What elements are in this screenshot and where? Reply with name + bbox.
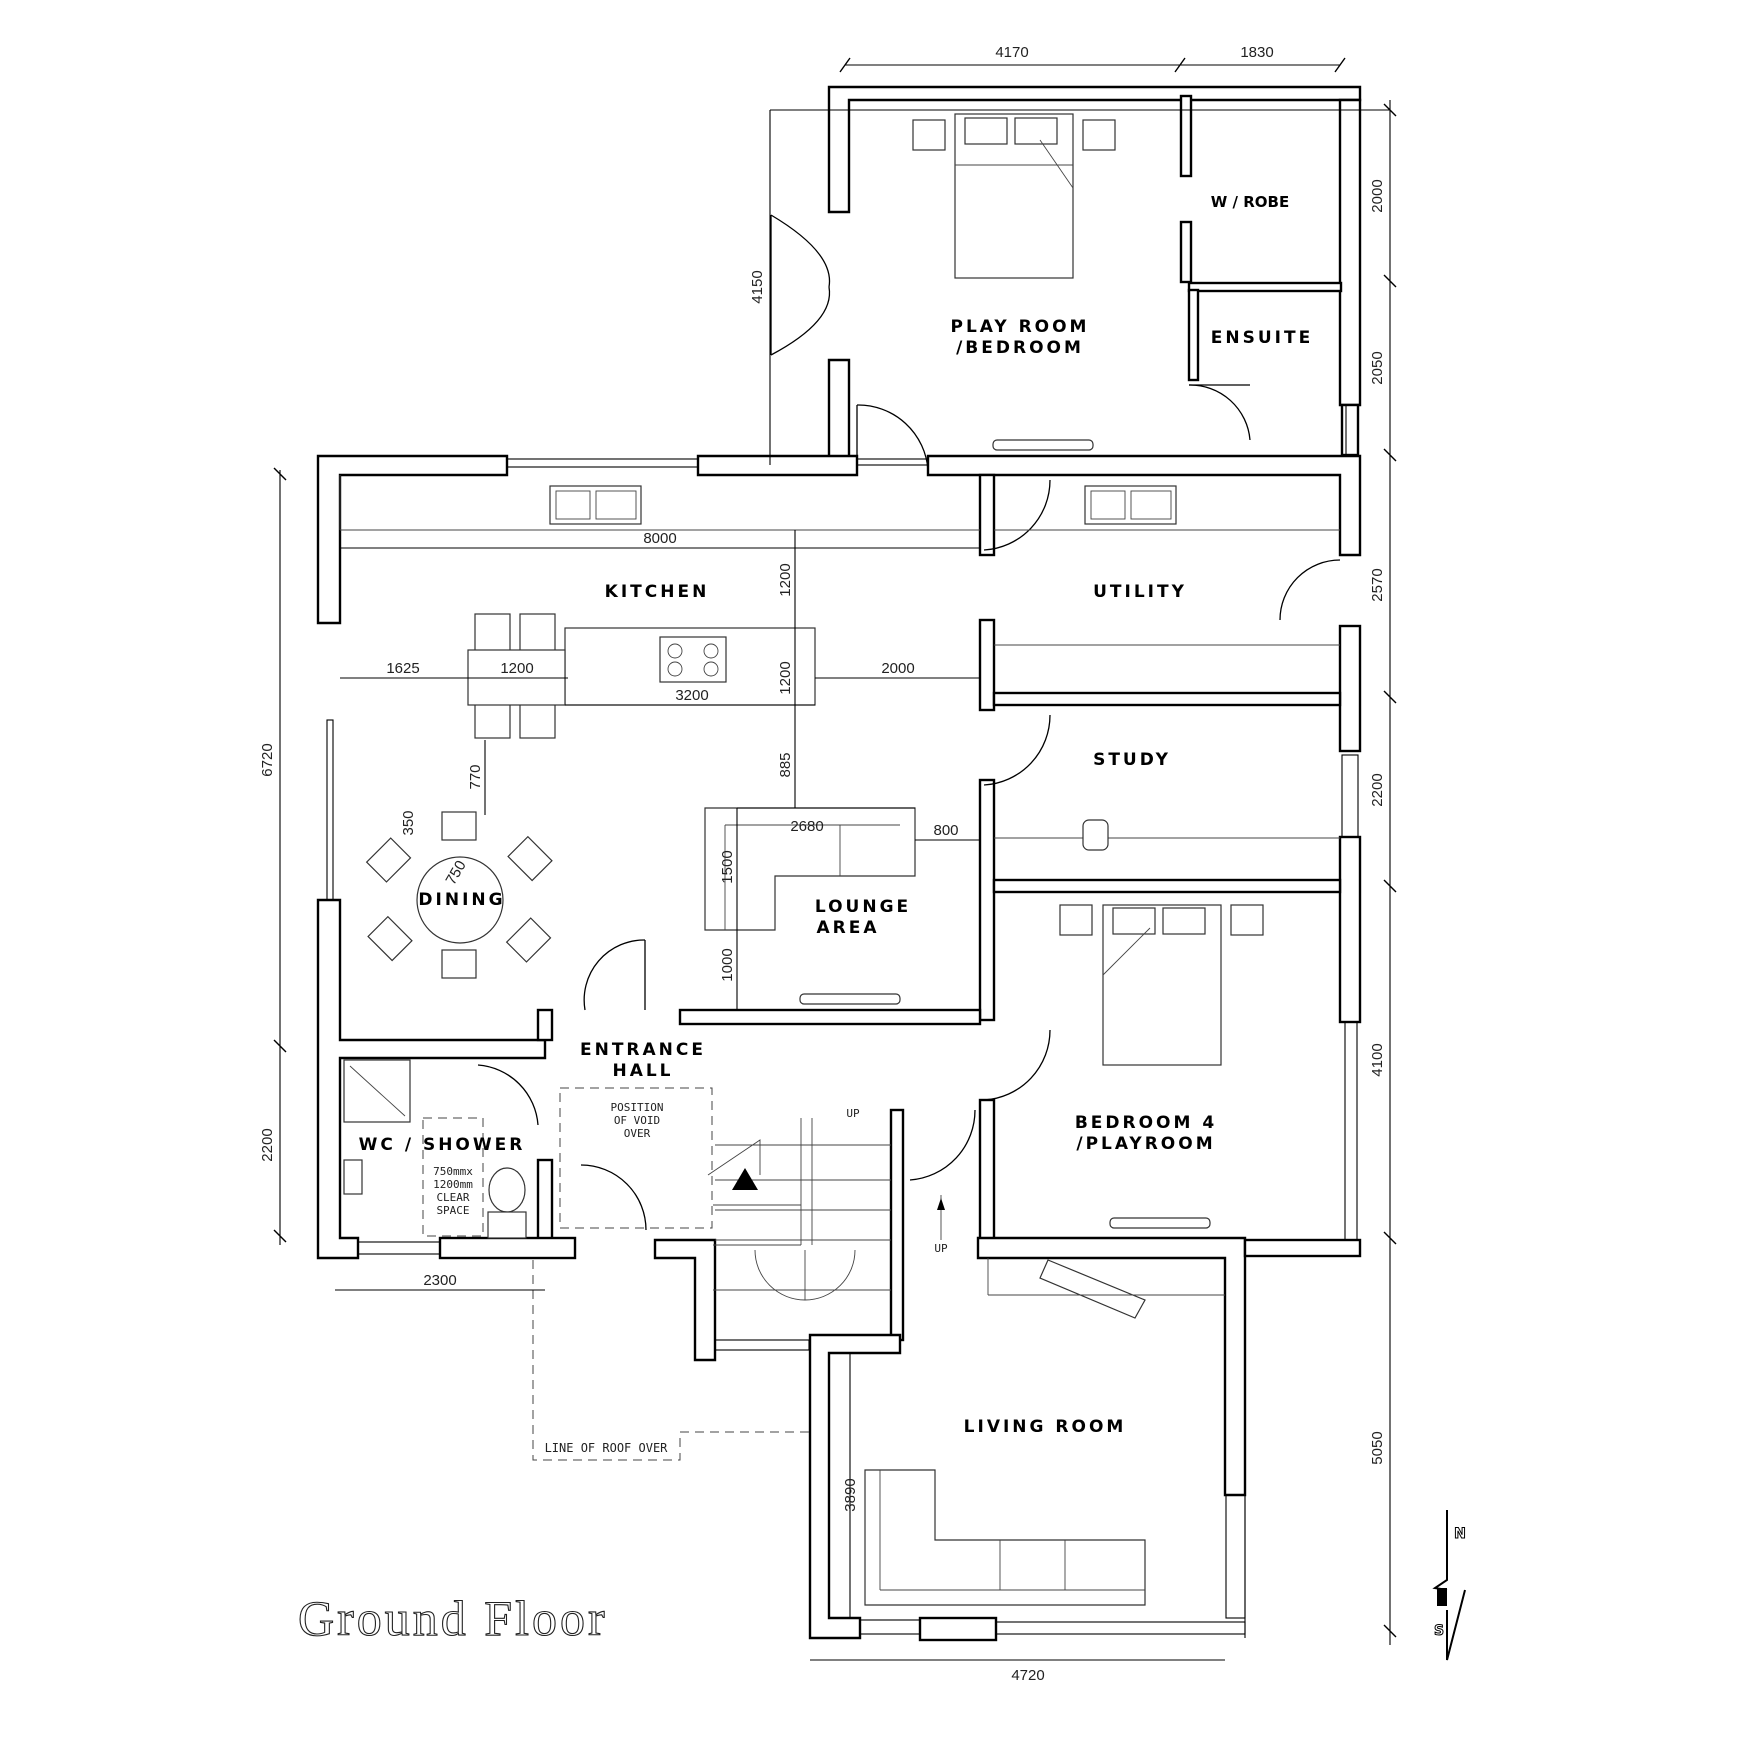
dim-800: 800 xyxy=(933,822,958,839)
room-label-bedroom4: BEDROOM 4 xyxy=(1075,1113,1217,1133)
room-label-living: LIVING ROOM xyxy=(964,1417,1127,1437)
basin-icon xyxy=(343,1159,363,1195)
dimension-labels: 4170 1830 2000 2050 4150 8000 1200 1200 … xyxy=(259,44,1386,1684)
dim-1625: 1625 xyxy=(386,660,419,677)
room-label-bedroom4-2: /PLAYROOM xyxy=(1076,1134,1215,1154)
room-label-dining: DINING xyxy=(418,890,505,910)
clear-note-3: CLEAR xyxy=(436,1191,469,1204)
room-label-ensuite: ENSUITE xyxy=(1211,328,1313,348)
dim-885: 885 xyxy=(777,752,794,777)
toilet-icon xyxy=(488,1167,526,1213)
room-label-lounge-2: AREA xyxy=(816,918,879,938)
void-note-2: OF VOID xyxy=(614,1114,660,1127)
dim-1830: 1830 xyxy=(1240,44,1273,61)
living-sofa-icon xyxy=(864,1469,1146,1606)
annotations: POSITION OF VOID OVER 750mmx 1200mm CLEA… xyxy=(433,1101,948,1455)
kitchen-sink-icon xyxy=(549,485,642,525)
dim-2000-right: 2000 xyxy=(1369,179,1386,212)
north-arrow-icon: N S xyxy=(1432,1510,1466,1661)
clear-note-2: 1200mm xyxy=(433,1178,473,1191)
room-label-hall: ENTRANCE xyxy=(580,1040,706,1060)
clear-note-4: SPACE xyxy=(436,1204,469,1217)
up-note-landing: UP xyxy=(934,1242,948,1255)
dim-4150: 4150 xyxy=(749,270,766,303)
dim-4720: 4720 xyxy=(1011,1667,1044,1684)
dim-2200-left: 2200 xyxy=(259,1128,276,1161)
dim-2570: 2570 xyxy=(1369,568,1386,601)
dim-3890: 3890 xyxy=(842,1478,859,1511)
dim-4100: 4100 xyxy=(1369,1043,1386,1076)
hob-icon xyxy=(659,636,727,683)
walls xyxy=(316,85,1362,1642)
dimension-lines xyxy=(273,57,1397,1661)
room-label-playroom-2: /BEDROOM xyxy=(956,338,1084,358)
room-label-lounge: LOUNGE xyxy=(815,897,911,917)
room-labels: PLAY ROOM /BEDROOM W / ROBE ENSUITE KITC… xyxy=(359,193,1313,1437)
dim-1200-a: 1200 xyxy=(777,563,794,596)
dim-2680: 2680 xyxy=(790,818,823,835)
staircase xyxy=(707,1118,945,1301)
tv-icon xyxy=(1039,1259,1146,1319)
room-label-utility: UTILITY xyxy=(1093,582,1187,602)
up-note-stairs: UP xyxy=(846,1107,860,1120)
dim-1200-b: 1200 xyxy=(500,660,533,677)
dim-350: 350 xyxy=(400,810,417,835)
dim-770: 770 xyxy=(467,764,484,789)
fixtures xyxy=(339,113,1340,1606)
compass-south: S xyxy=(1434,1623,1444,1639)
room-label-wrobe: W / ROBE xyxy=(1211,193,1289,211)
dim-2050: 2050 xyxy=(1369,351,1386,384)
room-label-wc: WC / SHOWER xyxy=(359,1135,526,1155)
dining-table-icon xyxy=(416,856,504,944)
dim-2000-mid: 2000 xyxy=(881,660,914,677)
clear-note-1: 750mmx xyxy=(433,1165,473,1178)
dim-1200-c: 1200 xyxy=(777,661,794,694)
dim-2300: 2300 xyxy=(423,1272,456,1289)
dim-1500: 1500 xyxy=(719,850,736,883)
void-note-1: POSITION xyxy=(611,1101,664,1114)
stair-up-arrow-icon xyxy=(732,1168,758,1190)
dim-4170: 4170 xyxy=(995,44,1028,61)
dim-1000: 1000 xyxy=(719,948,736,981)
dim-5050: 5050 xyxy=(1369,1431,1386,1464)
windows xyxy=(326,405,1359,1638)
room-label-hall-2: HALL xyxy=(612,1061,673,1081)
dim-8000: 8000 xyxy=(643,530,676,547)
dim-3200: 3200 xyxy=(675,687,708,704)
room-label-playroom: PLAY ROOM xyxy=(951,317,1090,337)
compass-north: N xyxy=(1454,1526,1466,1542)
room-label-study: STUDY xyxy=(1093,750,1171,770)
dim-2200-right: 2200 xyxy=(1369,773,1386,806)
doors xyxy=(477,214,1341,1231)
utility-sink-icon xyxy=(1084,485,1177,525)
void-note-3: OVER xyxy=(624,1127,651,1140)
dim-6720: 6720 xyxy=(259,743,276,776)
room-label-kitchen: KITCHEN xyxy=(605,582,710,602)
roof-note: LINE OF ROOF OVER xyxy=(545,1441,669,1455)
study-chair-icon xyxy=(1082,819,1109,851)
drawing-title: Ground Floor xyxy=(298,1590,608,1646)
